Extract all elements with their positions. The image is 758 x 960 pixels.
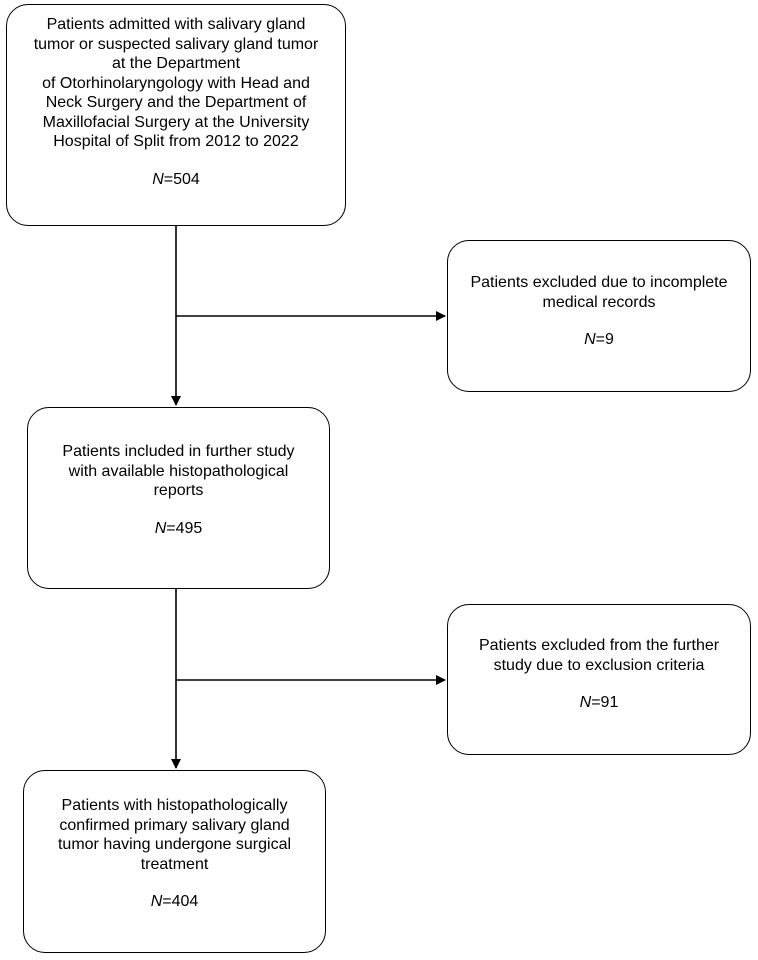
box-text-line: at the Department [111,55,241,72]
box-text-line: with available histopathological [68,462,289,480]
count-label: N [584,331,596,348]
box-text-line: medical records [542,293,656,311]
box-text-line: Patients excluded from the further [478,637,720,654]
box-text-line: Hospital of Split from 2012 to 2022 [53,133,299,150]
count-label: N [579,694,592,711]
count-value: =91 [591,694,619,711]
admitted-patients-box: Patients admitted with salivary gland tu… [6,4,346,226]
box-text-line: of Otorhinolaryngology with Head and [42,74,310,92]
patient-count: N=504 [7,170,345,190]
count-label: N [150,893,163,910]
box-text-line: Patients excluded due to incomplete [470,274,728,291]
box-text-line: reports [153,482,204,499]
count-value: =495 [166,519,203,537]
box-text-line: tumor having undergone surgical [57,836,292,853]
box-text-line: Patients with histopathologically [61,797,288,814]
box-text-line: Patients admitted with salivary gland [46,16,306,33]
count-value: =9 [595,331,614,348]
patient-count: N=495 [28,519,329,539]
excluded-incomplete-records-box: Patients excluded due to incomplete medi… [447,240,751,392]
box-text-line: tumor or suspected salivary gland tumor [33,35,319,53]
included-patients-box: Patients included in further study with … [27,407,330,589]
box-text-line: Patients included in further study [62,443,295,460]
box-text-line: Maxillofacial Surgery at the University [42,113,310,131]
count-label: N [154,519,167,537]
patient-count: N=9 [448,330,750,350]
confirmed-surgical-patients-box: Patients with histopathologically confir… [23,770,326,953]
excluded-criteria-box: Patients excluded from the further study… [447,604,751,755]
patient-count: N=91 [448,693,750,713]
patient-count: N=404 [24,892,325,912]
box-text-line: study due to exclusion criteria [493,656,705,674]
box-text-line: treatment [140,855,209,873]
box-text-line: Neck Surgery and the Department of [45,94,307,111]
count-value: =404 [162,893,199,910]
box-text-line: confirmed primary salivary gland [59,816,290,834]
count-label: N [152,170,164,188]
count-value: =504 [163,170,200,188]
